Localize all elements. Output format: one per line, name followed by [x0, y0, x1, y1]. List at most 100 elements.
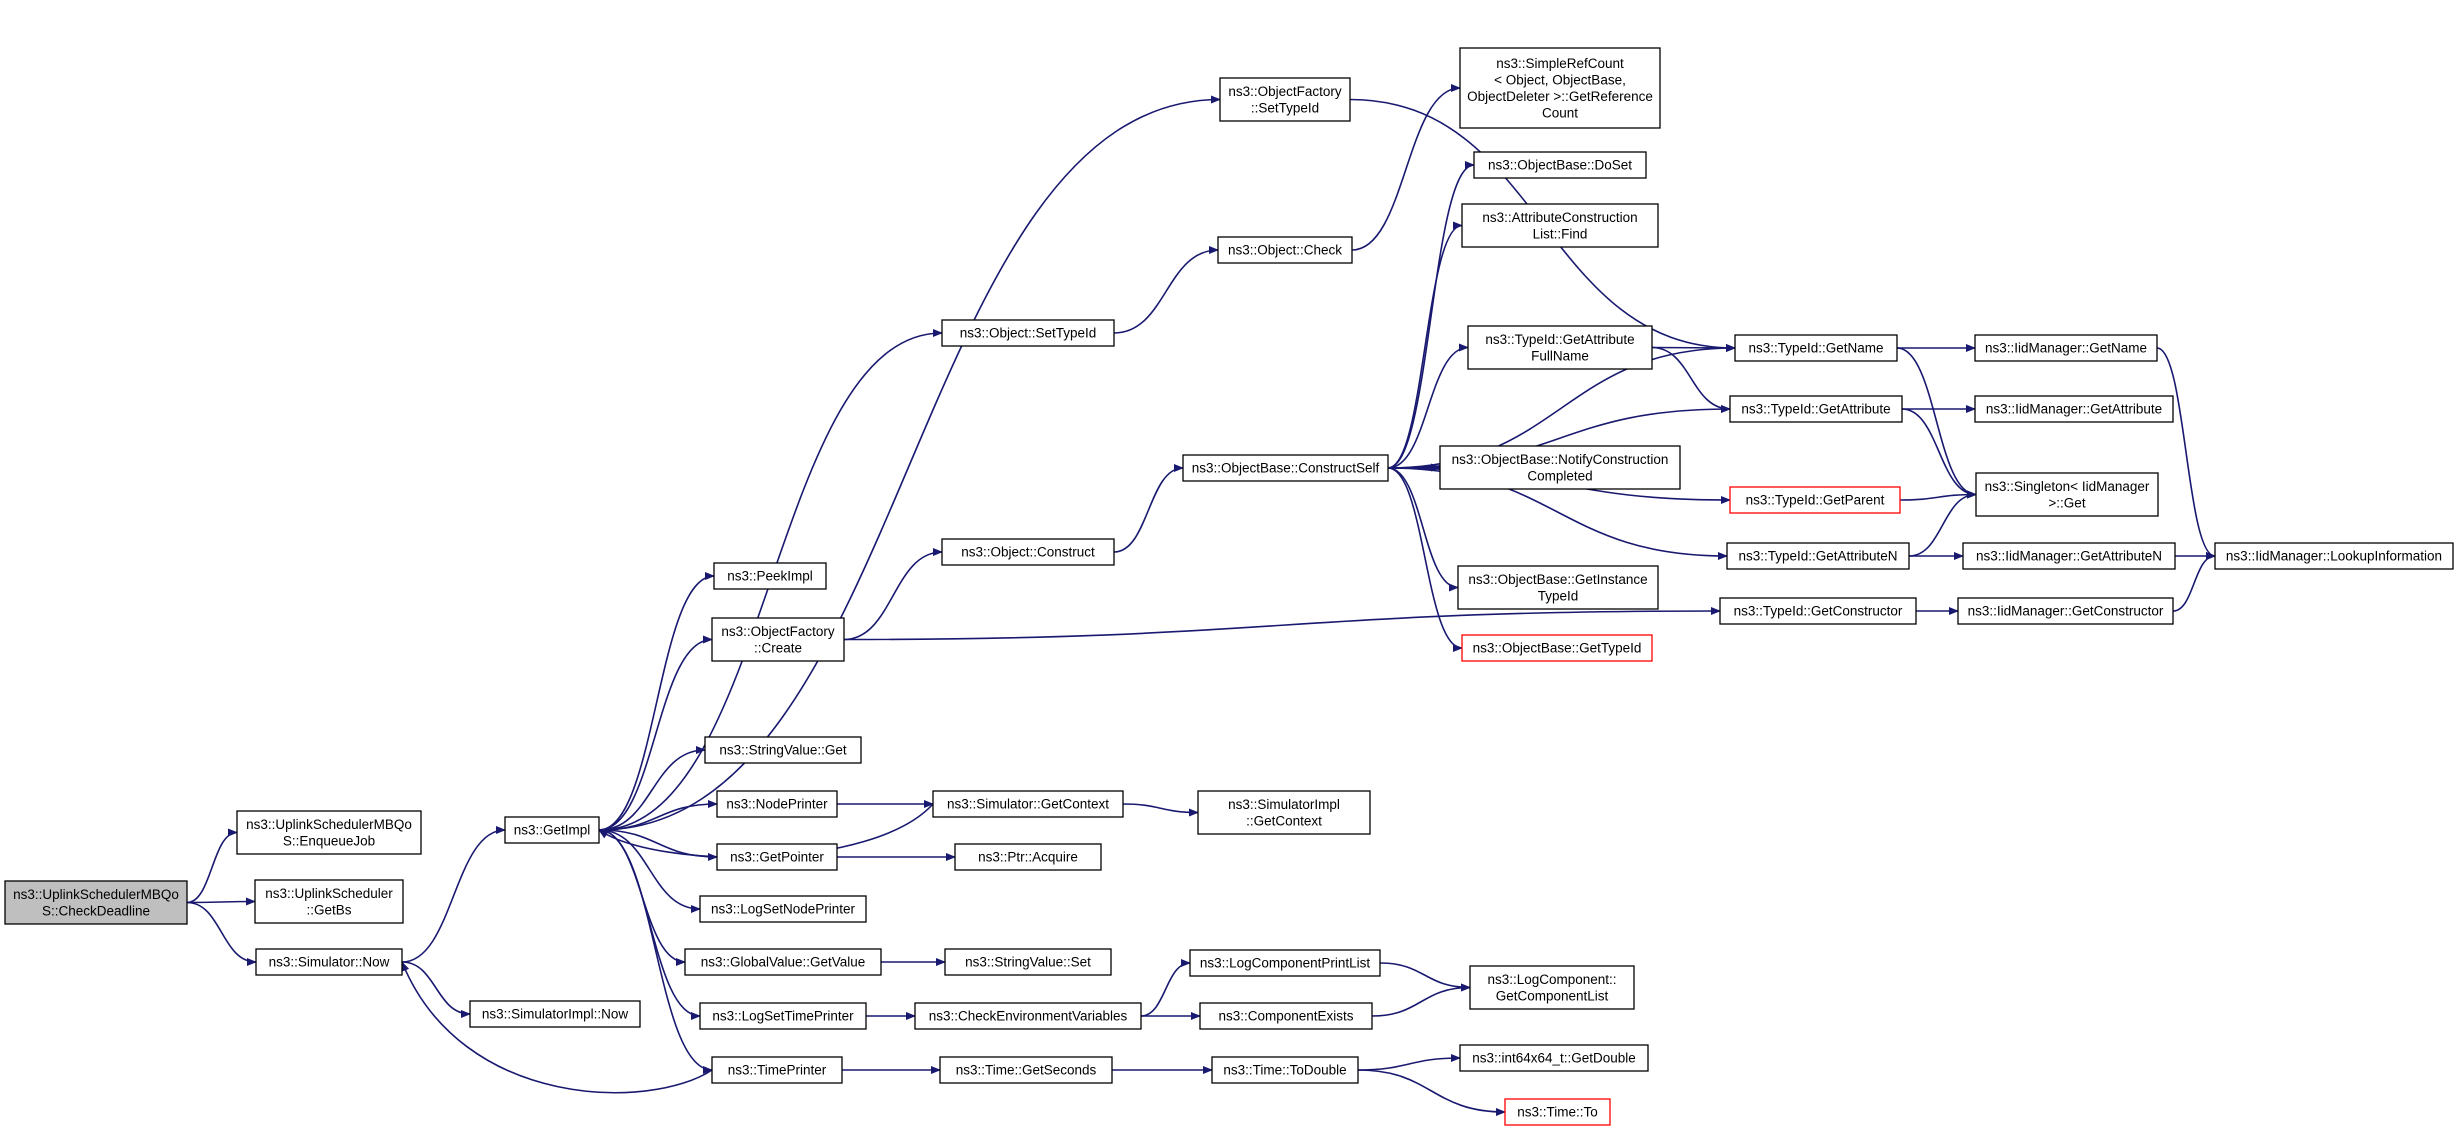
node-ns3-typeid-getattributen[interactable]: ns3::TypeId::GetAttributeN — [1726, 542, 1910, 570]
edge-n49-n50 — [2172, 552, 2216, 612]
node-ns3-object-construct[interactable]: ns3::Object::Construct — [941, 538, 1115, 566]
node-ns3-simulatorimpl-getcontext[interactable]: ns3::SimulatorImpl::GetContext — [1197, 790, 1371, 835]
node-label: ns3::AttributeConstruction — [1482, 210, 1637, 225]
node-box — [716, 790, 838, 818]
node-label: ns3::int64x64_t::GetDouble — [1472, 1051, 1636, 1066]
edge-n28-n37 — [1371, 983, 1471, 1017]
node-ns3-iidmanager-getattributen[interactable]: ns3::IidManager::GetAttributeN — [1962, 542, 2176, 570]
node-ns3-iidmanager-getattribute[interactable]: ns3::IidManager::GetAttribute — [1974, 395, 2174, 423]
node-ns3-stringvalue-set[interactable]: ns3::StringValue::Set — [944, 948, 1112, 976]
node-box — [684, 948, 882, 976]
node-ns3-logcomponentprintlist[interactable]: ns3::LogComponentPrintList — [1189, 949, 1381, 977]
node-label: >::Get — [2048, 495, 2085, 510]
node-box — [1974, 334, 2158, 362]
node-label: FullName — [1531, 348, 1589, 363]
node-ns3-typeid-getparent[interactable]: ns3::TypeId::GetParent — [1729, 486, 1901, 514]
node-box — [1457, 565, 1659, 610]
node-label: ::SetTypeId — [1251, 100, 1319, 115]
node-box — [1197, 790, 1371, 835]
node-label: ns3::ObjectBase::DoSet — [1488, 158, 1632, 173]
node-ns3-timeprinter[interactable]: ns3::TimePrinter — [711, 1056, 843, 1084]
node-box — [1459, 1044, 1649, 1072]
edge-n24-n30 — [1351, 84, 1461, 251]
node-ns3-peekimpl[interactable]: ns3::PeekImpl — [713, 562, 827, 590]
node-label: ns3::GlobalValue::GetValue — [701, 955, 866, 970]
node-ns3-simulator-now[interactable]: ns3::Simulator::Now — [255, 948, 403, 976]
node-label: ns3::SimulatorImpl — [1228, 797, 1340, 812]
node-ns3-nodeprinter[interactable]: ns3::NodePrinter — [716, 790, 838, 818]
node-ns3-logsetnodeprinter[interactable]: ns3::LogSetNodePrinter — [699, 895, 867, 923]
node-box — [954, 843, 1102, 871]
node-box — [1459, 47, 1661, 129]
node-ns3-iidmanager-lookupinformation[interactable]: ns3::IidManager::LookupInformation — [2214, 542, 2454, 570]
node-ns3-simulatorimpl-now[interactable]: ns3::SimulatorImpl::Now — [469, 1000, 641, 1028]
node-ns3-time-getseconds[interactable]: ns3::Time::GetSeconds — [939, 1056, 1113, 1084]
node-label: ns3::ObjectFactory — [1228, 84, 1342, 99]
node-label: GetComponentList — [1496, 988, 1609, 1003]
node-label: ns3::LogSetNodePrinter — [711, 902, 856, 917]
node-ns3-componentexists[interactable]: ns3::ComponentExists — [1199, 1002, 1373, 1030]
node-ns3-checkenvironmentvariables[interactable]: ns3::CheckEnvironmentVariables — [914, 1002, 1142, 1030]
node-ns3-stringvalue-get[interactable]: ns3::StringValue::Get — [704, 736, 862, 764]
edge-n5-n16 — [598, 829, 713, 1074]
node-ns3-time-to[interactable]: ns3::Time::To — [1504, 1098, 1611, 1126]
edge-n42-n47 — [1899, 490, 1977, 501]
node-box — [2214, 542, 2454, 570]
node-ns3-typeid-getconstructor[interactable]: ns3::TypeId::GetConstructor — [1719, 597, 1917, 625]
node-ns3-ptr-acquire[interactable]: ns3::Ptr::Acquire — [954, 843, 1102, 871]
node-box — [1199, 1002, 1373, 1030]
node-ns3-int64x64-t-getdouble[interactable]: ns3::int64x64_t::GetDouble — [1459, 1044, 1649, 1072]
node-ns3-objectfactory-create[interactable]: ns3::ObjectFactory::Create — [711, 617, 845, 662]
edge-n5-n8 — [598, 572, 715, 831]
node-ns3-globalvalue-getvalue[interactable]: ns3::GlobalValue::GetValue — [684, 948, 882, 976]
node-ns3-objectbase-gettypeid[interactable]: ns3::ObjectBase::GetTypeId — [1461, 634, 1653, 662]
node-box — [1182, 454, 1389, 482]
node-ns3-time-todouble[interactable]: ns3::Time::ToDouble — [1211, 1056, 1359, 1084]
node-ns3-objectbase-doset[interactable]: ns3::ObjectBase::DoSet — [1473, 151, 1647, 179]
node-label: ns3::GetImpl — [514, 823, 591, 838]
node-ns3-singleton-iidmanager-get[interactable]: ns3::Singleton< IidManager>::Get — [1975, 472, 2159, 517]
edge-n40-n47 — [1896, 347, 1977, 499]
node-ns3-uplinkscheduler-getbs[interactable]: ns3::UplinkScheduler::GetBs — [254, 879, 404, 924]
node-ns3-iidmanager-getconstructor[interactable]: ns3::IidManager::GetConstructor — [1957, 597, 2174, 625]
edge-n33-n40 — [1651, 343, 1736, 352]
node-ns3-simulator-getcontext[interactable]: ns3::Simulator::GetContext — [932, 790, 1124, 818]
node-box — [699, 1002, 867, 1030]
node-ns3-objectbase-constructself[interactable]: ns3::ObjectBase::ConstructSelf — [1182, 454, 1389, 482]
node-box — [1469, 965, 1635, 1010]
node-ns3-getpointer[interactable]: ns3::GetPointer — [716, 843, 838, 871]
node-label: ns3::Singleton< IidManager — [1985, 479, 2150, 494]
node-box — [699, 895, 867, 923]
node-ns3-objectfactory-settypeid[interactable]: ns3::ObjectFactory::SetTypeId — [1219, 77, 1351, 122]
node-ns3-object-check[interactable]: ns3::Object::Check — [1217, 236, 1353, 264]
node-label: ns3::ObjectFactory — [721, 624, 835, 639]
node-label: ns3::ObjectBase::NotifyConstruction — [1452, 452, 1669, 467]
node-ns3-logsettimeprinter[interactable]: ns3::LogSetTimePrinter — [699, 1002, 867, 1030]
edge-n25-n31 — [1387, 161, 1475, 469]
node-label: ns3::TimePrinter — [728, 1063, 827, 1078]
node-box — [1974, 395, 2174, 423]
node-box — [1211, 1056, 1359, 1084]
node-ns3-simplerefcount-object-objectbase-objectdeleter-getreferencecount[interactable]: ns3::SimpleRefCount< Object, ObjectBase,… — [1459, 47, 1661, 129]
node-box — [1467, 325, 1653, 370]
node-ns3-typeid-getname[interactable]: ns3::TypeId::GetName — [1734, 334, 1898, 362]
node-ns3-object-settypeid[interactable]: ns3::Object::SetTypeId — [941, 319, 1115, 347]
edge-n25-n32 — [1387, 221, 1463, 469]
edge-n4-n5 — [401, 826, 506, 963]
node-label: ::GetBs — [306, 902, 351, 917]
node-ns3-getimpl[interactable]: ns3::GetImpl — [504, 816, 600, 844]
node-ns3-iidmanager-getname[interactable]: ns3::IidManager::GetName — [1974, 334, 2158, 362]
node-box — [1504, 1098, 1611, 1126]
node-label: ns3::LogSetTimePrinter — [712, 1009, 854, 1024]
node-ns3-typeid-getattribute[interactable]: ns3::TypeId::GetAttribute — [1729, 395, 1903, 423]
node-label: ns3::IidManager::GetConstructor — [1968, 604, 2164, 619]
node-ns3-logcomponent-getcomponentlist[interactable]: ns3::LogComponent::GetComponentList — [1469, 965, 1635, 1010]
node-label: ns3::ComponentExists — [1218, 1009, 1353, 1024]
node-ns3-objectbase-notifyconstructioncompleted[interactable]: ns3::ObjectBase::NotifyConstructionCompl… — [1439, 445, 1681, 490]
node-label: Completed — [1527, 468, 1592, 483]
